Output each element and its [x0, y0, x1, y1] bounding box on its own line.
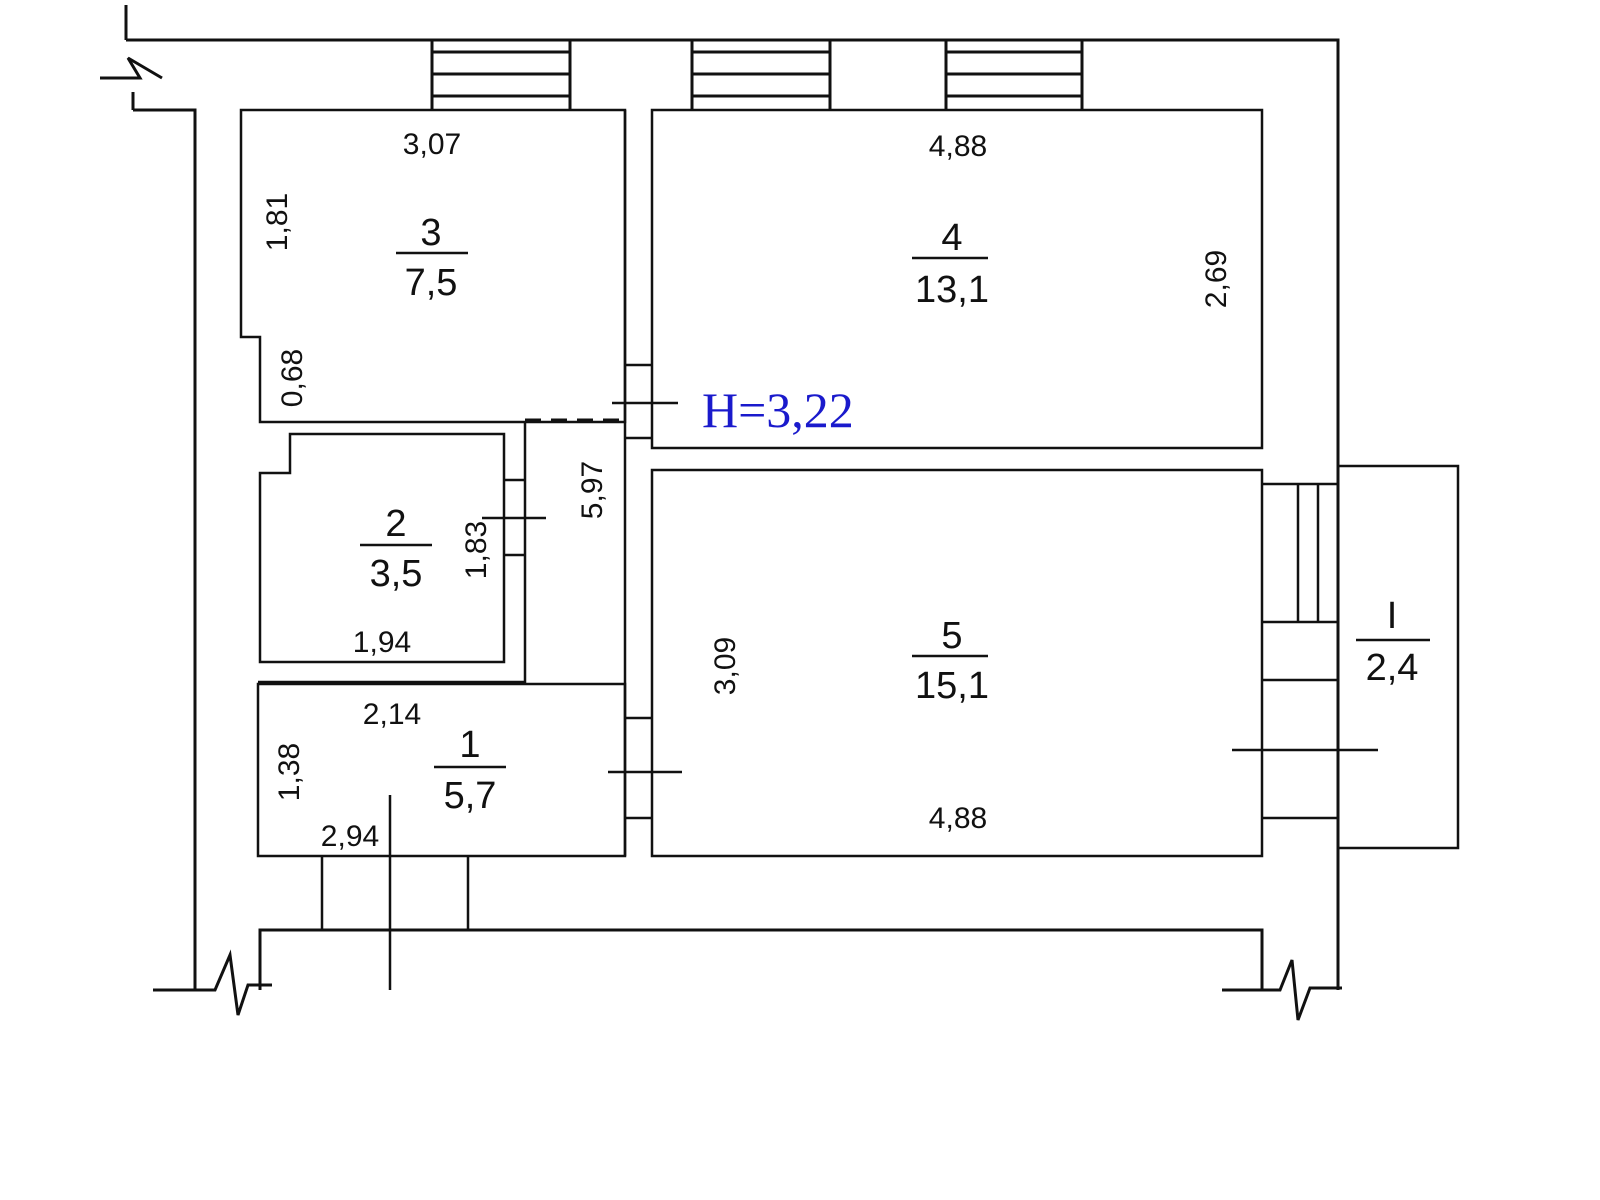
dim-room3-top: 3,07 [403, 128, 461, 161]
dim-room3-left: 1,81 [261, 193, 294, 251]
dim-room5-bottom: 4,88 [929, 802, 987, 835]
dim-room1-bottom: 2,94 [321, 820, 379, 853]
svg-text:4: 4 [941, 217, 962, 259]
svg-text:3,5: 3,5 [370, 553, 423, 595]
door-openings [320, 363, 1378, 990]
dim-room5-left: 3,09 [709, 637, 742, 695]
dim-corridor: 5,97 [576, 461, 609, 519]
room-label-1: 1 5,7 [434, 724, 506, 817]
svg-text:5: 5 [941, 615, 962, 657]
svg-text:I: I [1387, 595, 1398, 637]
dim-room2-bottom: 1,94 [353, 626, 411, 659]
room-4-outline [650, 108, 1264, 450]
svg-text:3: 3 [420, 212, 441, 254]
dim-room2-right: 1,83 [460, 521, 493, 579]
svg-text:2: 2 [385, 503, 406, 545]
room-2-outline [258, 432, 506, 664]
svg-text:13,1: 13,1 [915, 269, 989, 311]
outer-walls [100, 5, 1342, 1021]
dim-room4-right: 2,69 [1200, 250, 1233, 308]
room-1-outline [256, 682, 627, 858]
corridor-wall [258, 422, 527, 684]
dim-room3-left-lower: 0,68 [276, 349, 309, 407]
room-label-3: 3 7,5 [396, 212, 468, 304]
svg-text:1: 1 [459, 724, 480, 766]
dim-room4-top: 4,88 [929, 130, 987, 163]
svg-text:2,4: 2,4 [1366, 647, 1419, 689]
room-label-balcony: I 2,4 [1356, 595, 1430, 689]
room-5-outline [650, 468, 1264, 858]
svg-text:5,7: 5,7 [444, 775, 497, 817]
ceiling-height-label: H=3,22 [702, 382, 854, 438]
room-label-2: 2 3,5 [360, 503, 432, 595]
room-label-5: 5 15,1 [912, 615, 989, 707]
dim-room1-left: 1,38 [273, 743, 306, 801]
svg-text:15,1: 15,1 [915, 665, 989, 707]
dim-room1-top: 2,14 [363, 698, 421, 731]
svg-text:7,5: 7,5 [405, 262, 458, 304]
top-windows [430, 40, 1084, 110]
balcony-outline [1338, 464, 1460, 850]
room-label-4: 4 13,1 [912, 217, 989, 311]
